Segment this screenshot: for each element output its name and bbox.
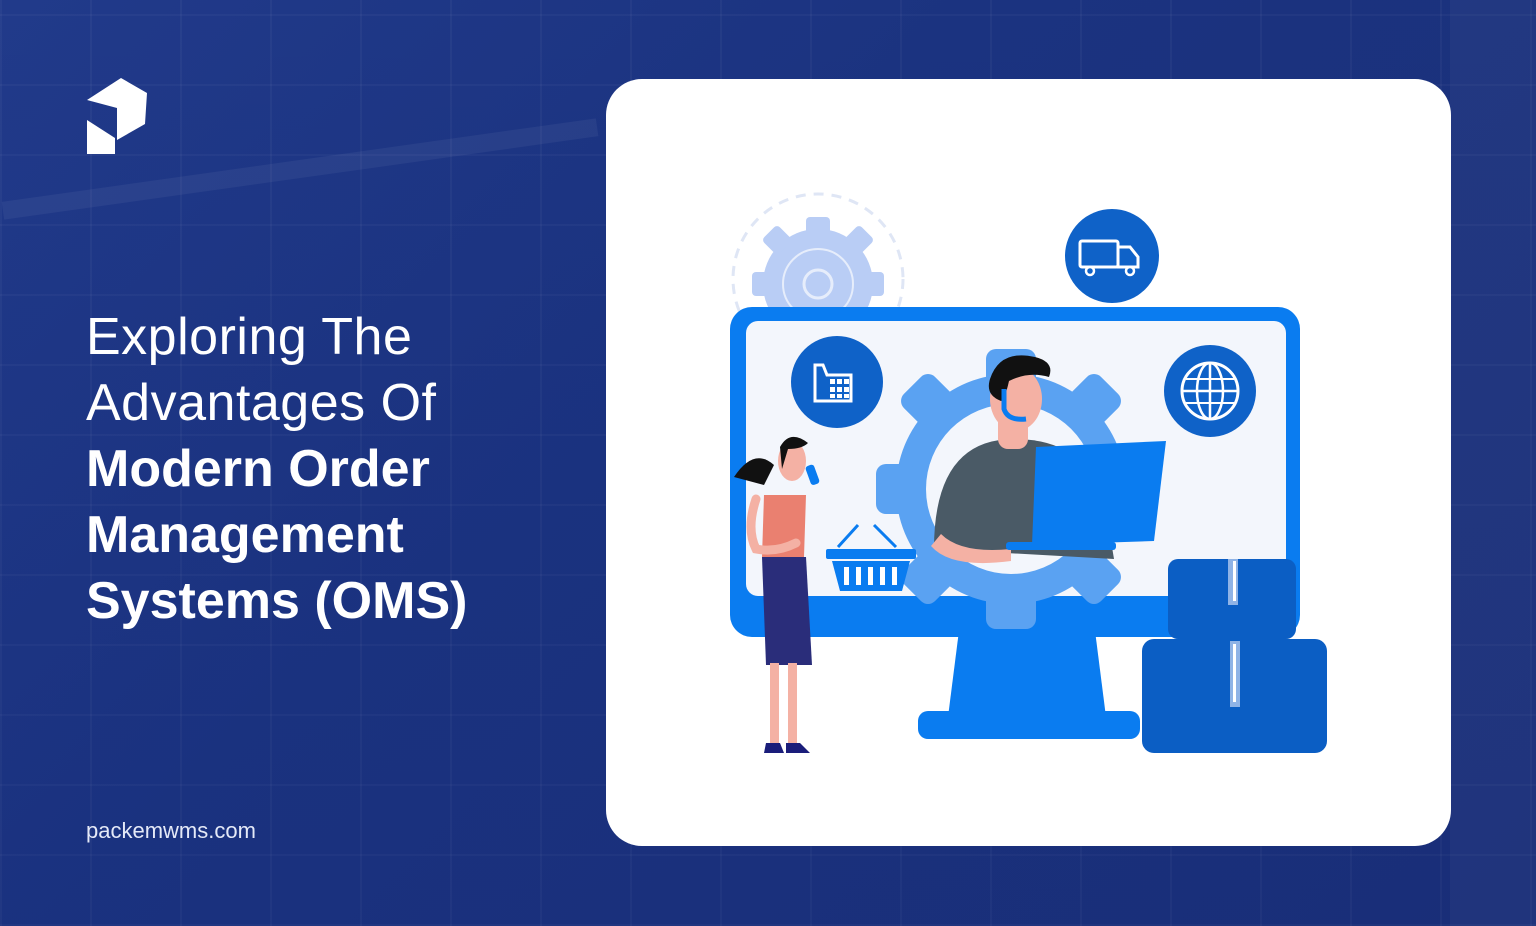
computer-screen: [1006, 441, 1166, 550]
factory-icon: [791, 336, 883, 428]
shopping-basket-icon: [826, 523, 916, 591]
headline-line-2: Advantages Of: [86, 374, 437, 432]
illustration-card: [606, 79, 1451, 846]
truck-icon: [1065, 209, 1159, 303]
website-link[interactable]: packemwms.com: [86, 818, 256, 843]
package-box-icon: [1142, 559, 1327, 753]
headline: Exploring The Advantages Of Modern Order…: [86, 304, 467, 634]
bg-shelf: [1450, 0, 1536, 926]
headset-icon: [1001, 389, 1027, 422]
headline-line-5: Systems (OMS): [86, 572, 468, 630]
oms-illustration: [730, 192, 1327, 753]
globe-icon: [1164, 345, 1256, 437]
headline-line-1: Exploring The: [86, 308, 413, 366]
packem-logo-icon: [87, 78, 147, 154]
headline-line-4: Management: [86, 506, 404, 564]
woman-on-phone: [734, 436, 820, 753]
headline-line-3: Modern Order: [86, 440, 430, 498]
